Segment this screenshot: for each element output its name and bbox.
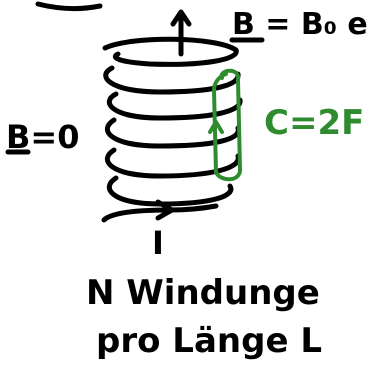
coil-winding-5 [106, 175, 234, 207]
current-arrow-head [155, 199, 175, 221]
windings-label-line1: N Windunge [86, 273, 320, 313]
contour-label: C=2F [264, 103, 364, 143]
top-edge-stroke [35, 1, 103, 12]
windings-label-line2: pro Länge L [96, 321, 322, 361]
coil-winding-1 [103, 65, 241, 95]
b-field-top-label: B = B₀ e [232, 7, 368, 42]
contour-loop [212, 68, 242, 182]
coil-winding-4 [104, 147, 241, 179]
coil-winding-2 [106, 91, 243, 121]
coil-winding-3 [104, 117, 241, 149]
b-field-left-label: B=0 [6, 118, 79, 156]
current-label: I [152, 224, 164, 262]
contour-arrow-head [208, 120, 224, 134]
b-field-arrow-head [170, 9, 192, 27]
coil-top-loop [102, 36, 239, 67]
